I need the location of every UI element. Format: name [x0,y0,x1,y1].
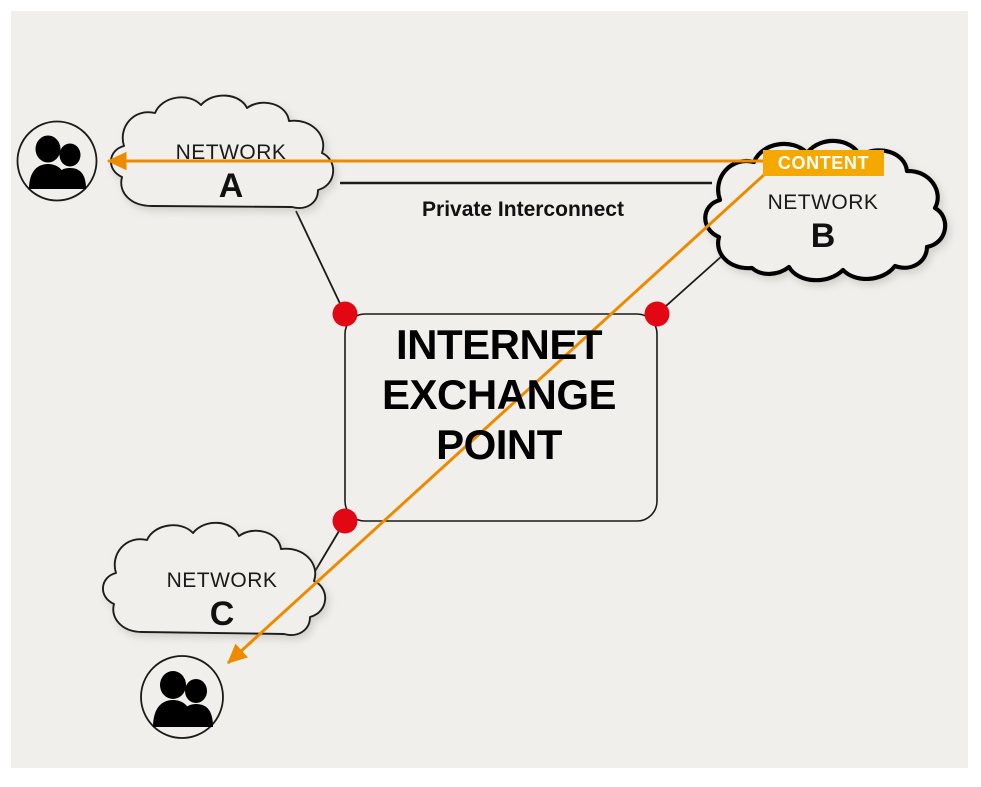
ixp-title-line3: POINT [436,421,563,468]
link-network-b-to-ixp [656,254,724,315]
ixp-title-line2: EXCHANGE [382,371,616,418]
content-badge-rect [763,150,884,176]
link-network-a-to-ixp [295,210,346,315]
private-interconnect-label: Private Interconnect [422,198,624,221]
cloud-a-letter: A [219,167,244,205]
flow-content-to-users-c [226,171,768,665]
users-c-glyph [153,671,213,727]
cloud-b-letter: B [811,217,836,255]
ixp-node-top-right[interactable] [644,301,670,327]
cloud-c-shape [102,521,327,636]
ixp-node-bottom-left[interactable] [332,508,358,534]
content-badge[interactable]: CONTENT [763,150,884,176]
cloud-a-word: NETWORK [176,141,287,164]
users-icon-network-c [140,655,224,739]
content-badge-label: CONTENT [778,153,869,173]
cloud-b-word: NETWORK [768,191,879,214]
ixp-title-line1: INTERNET [396,321,603,368]
cloud-c-letter: C [210,595,235,633]
ixp-box [344,313,658,522]
users-a-glyph [29,135,86,189]
cloud-network-c [102,521,327,636]
cloud-c-word: NETWORK [167,569,278,592]
ixp-node-top-left[interactable] [332,301,358,327]
users-icon-network-a [16,120,98,202]
